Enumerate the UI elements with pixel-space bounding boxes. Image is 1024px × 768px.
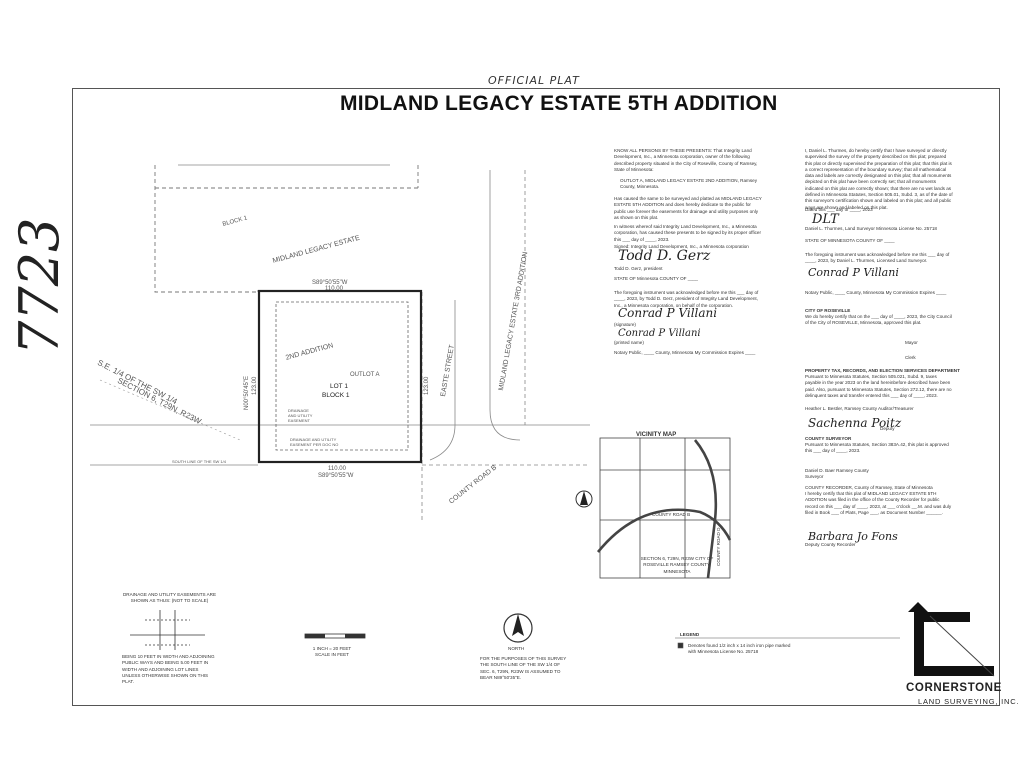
vicinity-north-arrow [575, 490, 593, 508]
surveyor-dated: Dated this ___ day of ____, 2023 [805, 207, 873, 212]
top-distance-label: 110.00 [325, 286, 343, 292]
vicinity-road-label: COUNTY ROAD B [652, 512, 691, 517]
surveyor-state: STATE OF MINNESOTA COUNTY OF ____ [805, 238, 895, 243]
lot-1-boundary [257, 289, 423, 464]
surveyor-notary-signature: Conrad P Villani [808, 266, 899, 279]
dedication-outlot: OUTLOT A, MIDLAND LEGACY ESTATE 2ND ADDI… [620, 178, 757, 190]
city-text: We do hereby certify that on the ___ day… [805, 314, 952, 326]
city-title: CITY OF ROSEVILLE [805, 308, 851, 313]
easements-title: DRAINAGE AND UTILITY EASEMENTS ARE SHOWN… [122, 592, 217, 604]
dedication-ack: The foregoing instrument was acknowledge… [614, 290, 759, 308]
block-1-outline [154, 165, 419, 293]
top-bearing-label: S89°50'55"W [312, 280, 348, 286]
dedication-state: STATE OF Minnesota COUNTY OF ____ [614, 276, 698, 281]
tax-text: Pursuant to Minnesota Statutes, Section … [805, 374, 952, 398]
north-arrow [503, 613, 533, 643]
recorder-signature: Barbara Jo Fons [808, 530, 898, 543]
legend-title: LEGEND [680, 632, 700, 637]
plat-sheet-border [72, 88, 1000, 706]
north-label: NORTH [508, 646, 525, 651]
auditor-name: Heather L. Bestler, Ramsey County Audito… [805, 406, 914, 411]
road-lines [90, 164, 590, 520]
company-subtitle: LAND SURVEYING, INC. [918, 697, 1020, 706]
vicinity-caption: SECTION 6, T29N, R23W CITY OF ROSEVILLE … [640, 556, 714, 574]
vicinity-map-title: VICINITY MAP [636, 432, 677, 438]
surveyor-cert: I, Daniel L. Thurmes, do hereby certify … [805, 148, 953, 210]
dedication-president: Todd D. Gerz, president [614, 266, 663, 271]
easement-lines [275, 301, 409, 451]
surveyor-ack: The foregoing instrument was acknowledge… [805, 252, 950, 264]
deputy-recorder-label: Deputy County Recorder [805, 542, 856, 547]
recorder-text: I hereby certify that this plat of MIDLA… [805, 491, 952, 515]
easement-left-label: DRAINAGE AND UTILITY EASEMENT [288, 408, 313, 423]
recorder-title: COUNTY RECORDER, County of Ramsey, State… [805, 485, 933, 490]
section-line-marks [99, 379, 241, 441]
clerk-label: Clerk [905, 355, 916, 360]
vicinity-map [596, 437, 732, 579]
bottom-distance-label: 110.00 [328, 466, 346, 472]
official-plat-label: OFFICIAL PLAT [488, 74, 580, 87]
right-distance-label: 123.00 [424, 376, 430, 395]
cornerstone-logo-mark [908, 602, 995, 677]
scale-text: 1 INCH = 20 FEET SCALE IN FEET [312, 646, 352, 658]
dedication-notary: Notary Public, ____ County, Minnesota My… [614, 350, 756, 355]
bottom-bearing-label: S89°50'55"W [318, 473, 354, 479]
scale-bar [304, 633, 366, 639]
dedication-surveyed: Has caused the same to be surveyed and p… [614, 196, 762, 220]
dedication-know-all: KNOW ALL PERSONS BY THESE PRESENTS: That… [614, 148, 758, 172]
south-line-label: SOUTH LINE OF THE SW 1/4 [172, 459, 226, 464]
surveyor-signature: DLT [812, 212, 839, 227]
lot-block-label: BLOCK 1 [322, 392, 350, 399]
surveyor-name: Daniel L. Thurmes, Land Surveyor Minneso… [805, 226, 937, 231]
county-surveyor-title: COUNTY SURVEYOR [805, 436, 852, 441]
county-surveyor-name: Daniel D. Baer Ramsey County Surveyor [805, 468, 869, 480]
left-bearing-label: N00°50'45"E [244, 375, 250, 410]
company-name: CORNERSTONE [906, 682, 1002, 694]
notary-printed-signature: Conrad P Villani [618, 328, 701, 339]
outlot-a-label: OUTLOT A [350, 372, 380, 378]
legend-text: Denotes found 1/2 inch x 14 inch iron pi… [688, 643, 791, 655]
dedication-signature-label: (signature) [614, 322, 636, 327]
dedication-signed: Signed: Integrity Land Development, Inc.… [614, 244, 749, 249]
tax-title: PROPERTY TAX, RECORDS, AND ELECTION SERV… [805, 368, 960, 373]
president-signature: Todd D. Gerz [618, 248, 711, 264]
vicinity-county-road-label: COUNTY ROAD D [716, 527, 721, 566]
easement-bottom-label: DRAINAGE AND UTILITY EASEMENT PER DOC NO [290, 437, 339, 447]
notary-signature: Conrad P Villani [618, 306, 718, 320]
lot-1-label: LOT 1 [330, 383, 348, 390]
dedication-printed-name: (printed name) [614, 340, 644, 345]
mayor-label: Mayor [905, 340, 918, 345]
county-surveyor-text: Pursuant to Minnesota Statutes, Section … [805, 442, 949, 454]
left-distance-label: 123.00 [252, 376, 258, 395]
plat-title: MIDLAND LEGACY ESTATE 5TH ADDITION [340, 92, 778, 115]
easements-note: BEING 10 FEET IN WIDTH AND ADJOINING PUB… [122, 654, 215, 685]
surveyor-notary: Notary Public, ____ County, Minnesota My… [805, 290, 947, 295]
bearing-note: FOR THE PURPOSES OF THIS SURVEY THE SOUT… [480, 656, 567, 680]
dedication-witness: In witness whereof said Integrity Land D… [614, 224, 762, 242]
auditor-signature: Sachenna Poitz [808, 416, 902, 430]
legend-box [675, 637, 900, 649]
easement-diagram [130, 610, 205, 650]
auditor-deputy: Deputy [880, 426, 895, 431]
